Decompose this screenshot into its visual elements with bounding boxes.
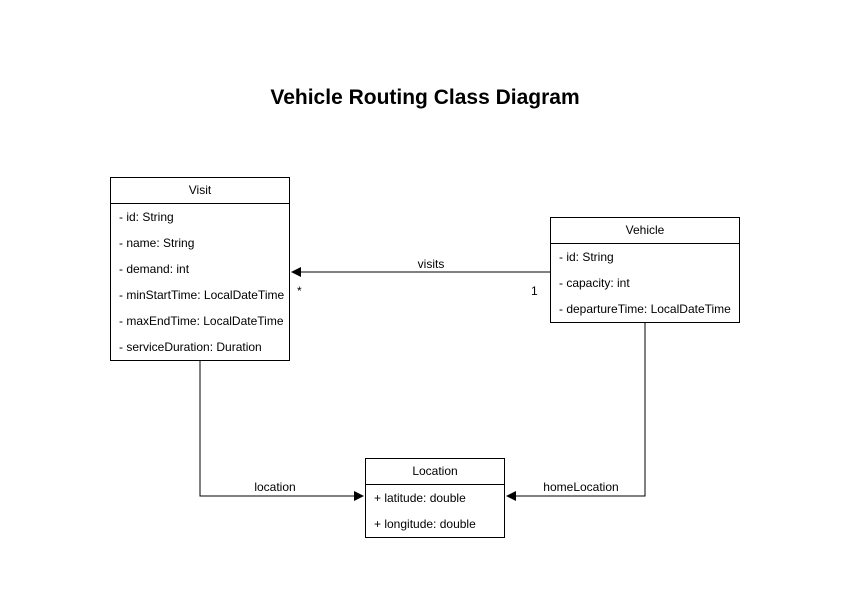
class-name: Vehicle <box>625 223 665 237</box>
attribute-row: - id: String <box>559 250 614 264</box>
class-box-vehicle[interactable]: Vehicle - id: String - capacity: int - d… <box>550 217 740 323</box>
edge-label-location: location <box>252 480 298 494</box>
attribute-row: - departureTime: LocalDateTime <box>559 302 731 316</box>
class-attributes: - id: String - capacity: int - departure… <box>551 244 739 322</box>
class-header: Visit <box>111 178 289 204</box>
attribute-row: - demand: int <box>119 262 190 276</box>
edge-label-homelocation: homeLocation <box>541 480 621 494</box>
class-box-location[interactable]: Location + latitude: double + longitude:… <box>365 458 505 538</box>
attribute-row: + longitude: double <box>374 517 476 531</box>
class-box-visit[interactable]: Visit - id: String - name: String - dema… <box>110 177 290 361</box>
relationship-location-line[interactable] <box>199 361 364 501</box>
edge-label-visits: visits <box>415 257 447 271</box>
class-attributes: + latitude: double + longitude: double <box>366 485 504 537</box>
relationship-homelocation-line[interactable] <box>506 323 646 501</box>
class-attributes: - id: String - name: String - demand: in… <box>111 204 289 360</box>
page-title: Vehicle Routing Class Diagram <box>270 86 580 109</box>
attribute-row: + latitude: double <box>374 491 466 505</box>
class-header: Vehicle <box>551 218 739 244</box>
attribute-row: - id: String <box>119 210 174 224</box>
multiplicity-visits-source: 1 <box>531 284 538 298</box>
class-name: Location <box>412 464 458 478</box>
attribute-row: - minStartTime: LocalDateTime <box>119 288 285 302</box>
multiplicity-visits-target: * <box>297 284 302 298</box>
class-name: Visit <box>188 183 212 197</box>
attribute-row: - name: String <box>119 236 195 250</box>
class-header: Location <box>366 459 504 485</box>
attribute-row: - capacity: int <box>559 276 630 290</box>
attribute-row: - serviceDuration: Duration <box>119 340 262 354</box>
attribute-row: - maxEndTime: LocalDateTime <box>119 314 284 328</box>
